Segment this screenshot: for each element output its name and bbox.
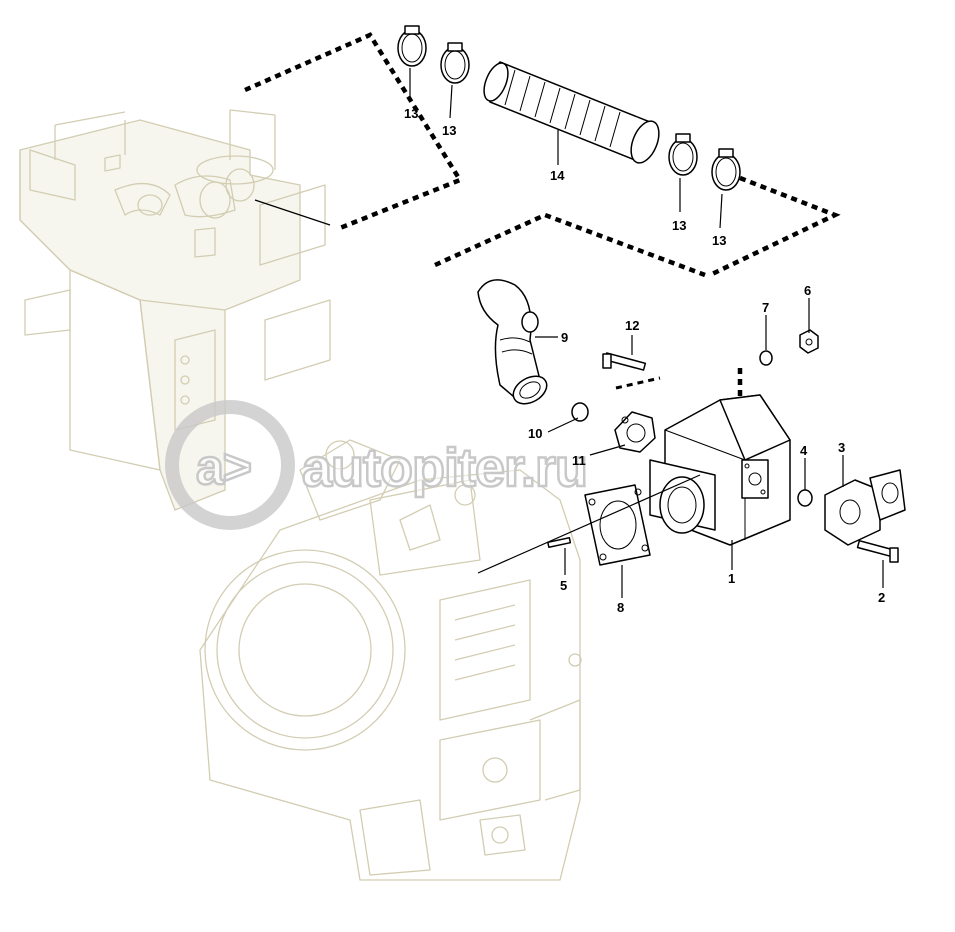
callout-3: 3 bbox=[838, 440, 845, 455]
callout-13a: 13 bbox=[404, 106, 418, 121]
transmission-ghost bbox=[199, 439, 582, 881]
bolt-2 bbox=[856, 539, 899, 563]
split-flange-11 bbox=[614, 411, 656, 453]
washer-7 bbox=[759, 350, 773, 366]
callout-12: 12 bbox=[625, 318, 639, 333]
callout-labels: 13 13 14 13 13 9 12 7 6 10 11 4 3 1 5 8 … bbox=[404, 106, 885, 615]
callout-1: 1 bbox=[728, 571, 735, 586]
hose-14 bbox=[483, 61, 660, 164]
callout-14: 14 bbox=[550, 168, 565, 183]
callout-2: 2 bbox=[878, 590, 885, 605]
watermark-text: autopiter.ru bbox=[302, 438, 587, 498]
watermark-logo-glyph: a> bbox=[196, 439, 251, 495]
callout-8: 8 bbox=[617, 600, 624, 615]
clamp-13b bbox=[440, 42, 470, 84]
hydraulic-tank-ghost bbox=[19, 109, 331, 511]
callout-7: 7 bbox=[762, 300, 769, 315]
callout-13d: 13 bbox=[712, 233, 726, 248]
gasket-8 bbox=[584, 484, 651, 566]
callout-4: 4 bbox=[800, 443, 808, 458]
callout-5: 5 bbox=[560, 578, 567, 593]
elbow-hose-9 bbox=[477, 279, 548, 405]
dowel-pin-5 bbox=[547, 537, 572, 548]
callout-11: 11 bbox=[572, 453, 586, 468]
nut-6 bbox=[799, 329, 819, 354]
callout-6: 6 bbox=[804, 283, 811, 298]
callout-10: 10 bbox=[528, 426, 542, 441]
hose-clamps-13 bbox=[397, 25, 741, 191]
callout-9: 9 bbox=[561, 330, 568, 345]
tank-port-line bbox=[254, 199, 331, 226]
leader-lines bbox=[409, 68, 884, 598]
callout-13b: 13 bbox=[442, 123, 456, 138]
flange-3 bbox=[824, 469, 906, 546]
assembly-axis-line bbox=[477, 474, 701, 574]
callout-13c: 13 bbox=[672, 218, 686, 233]
bolt-12 bbox=[602, 352, 647, 371]
clamp-13c bbox=[668, 133, 698, 176]
clamp-13a bbox=[397, 25, 427, 67]
hydraulic-pump-1 bbox=[649, 394, 791, 546]
clamp-13d bbox=[711, 148, 741, 191]
watermark: a> autopiter.ru bbox=[165, 400, 589, 530]
o-ring-10 bbox=[571, 402, 589, 422]
o-ring-4 bbox=[797, 489, 813, 507]
